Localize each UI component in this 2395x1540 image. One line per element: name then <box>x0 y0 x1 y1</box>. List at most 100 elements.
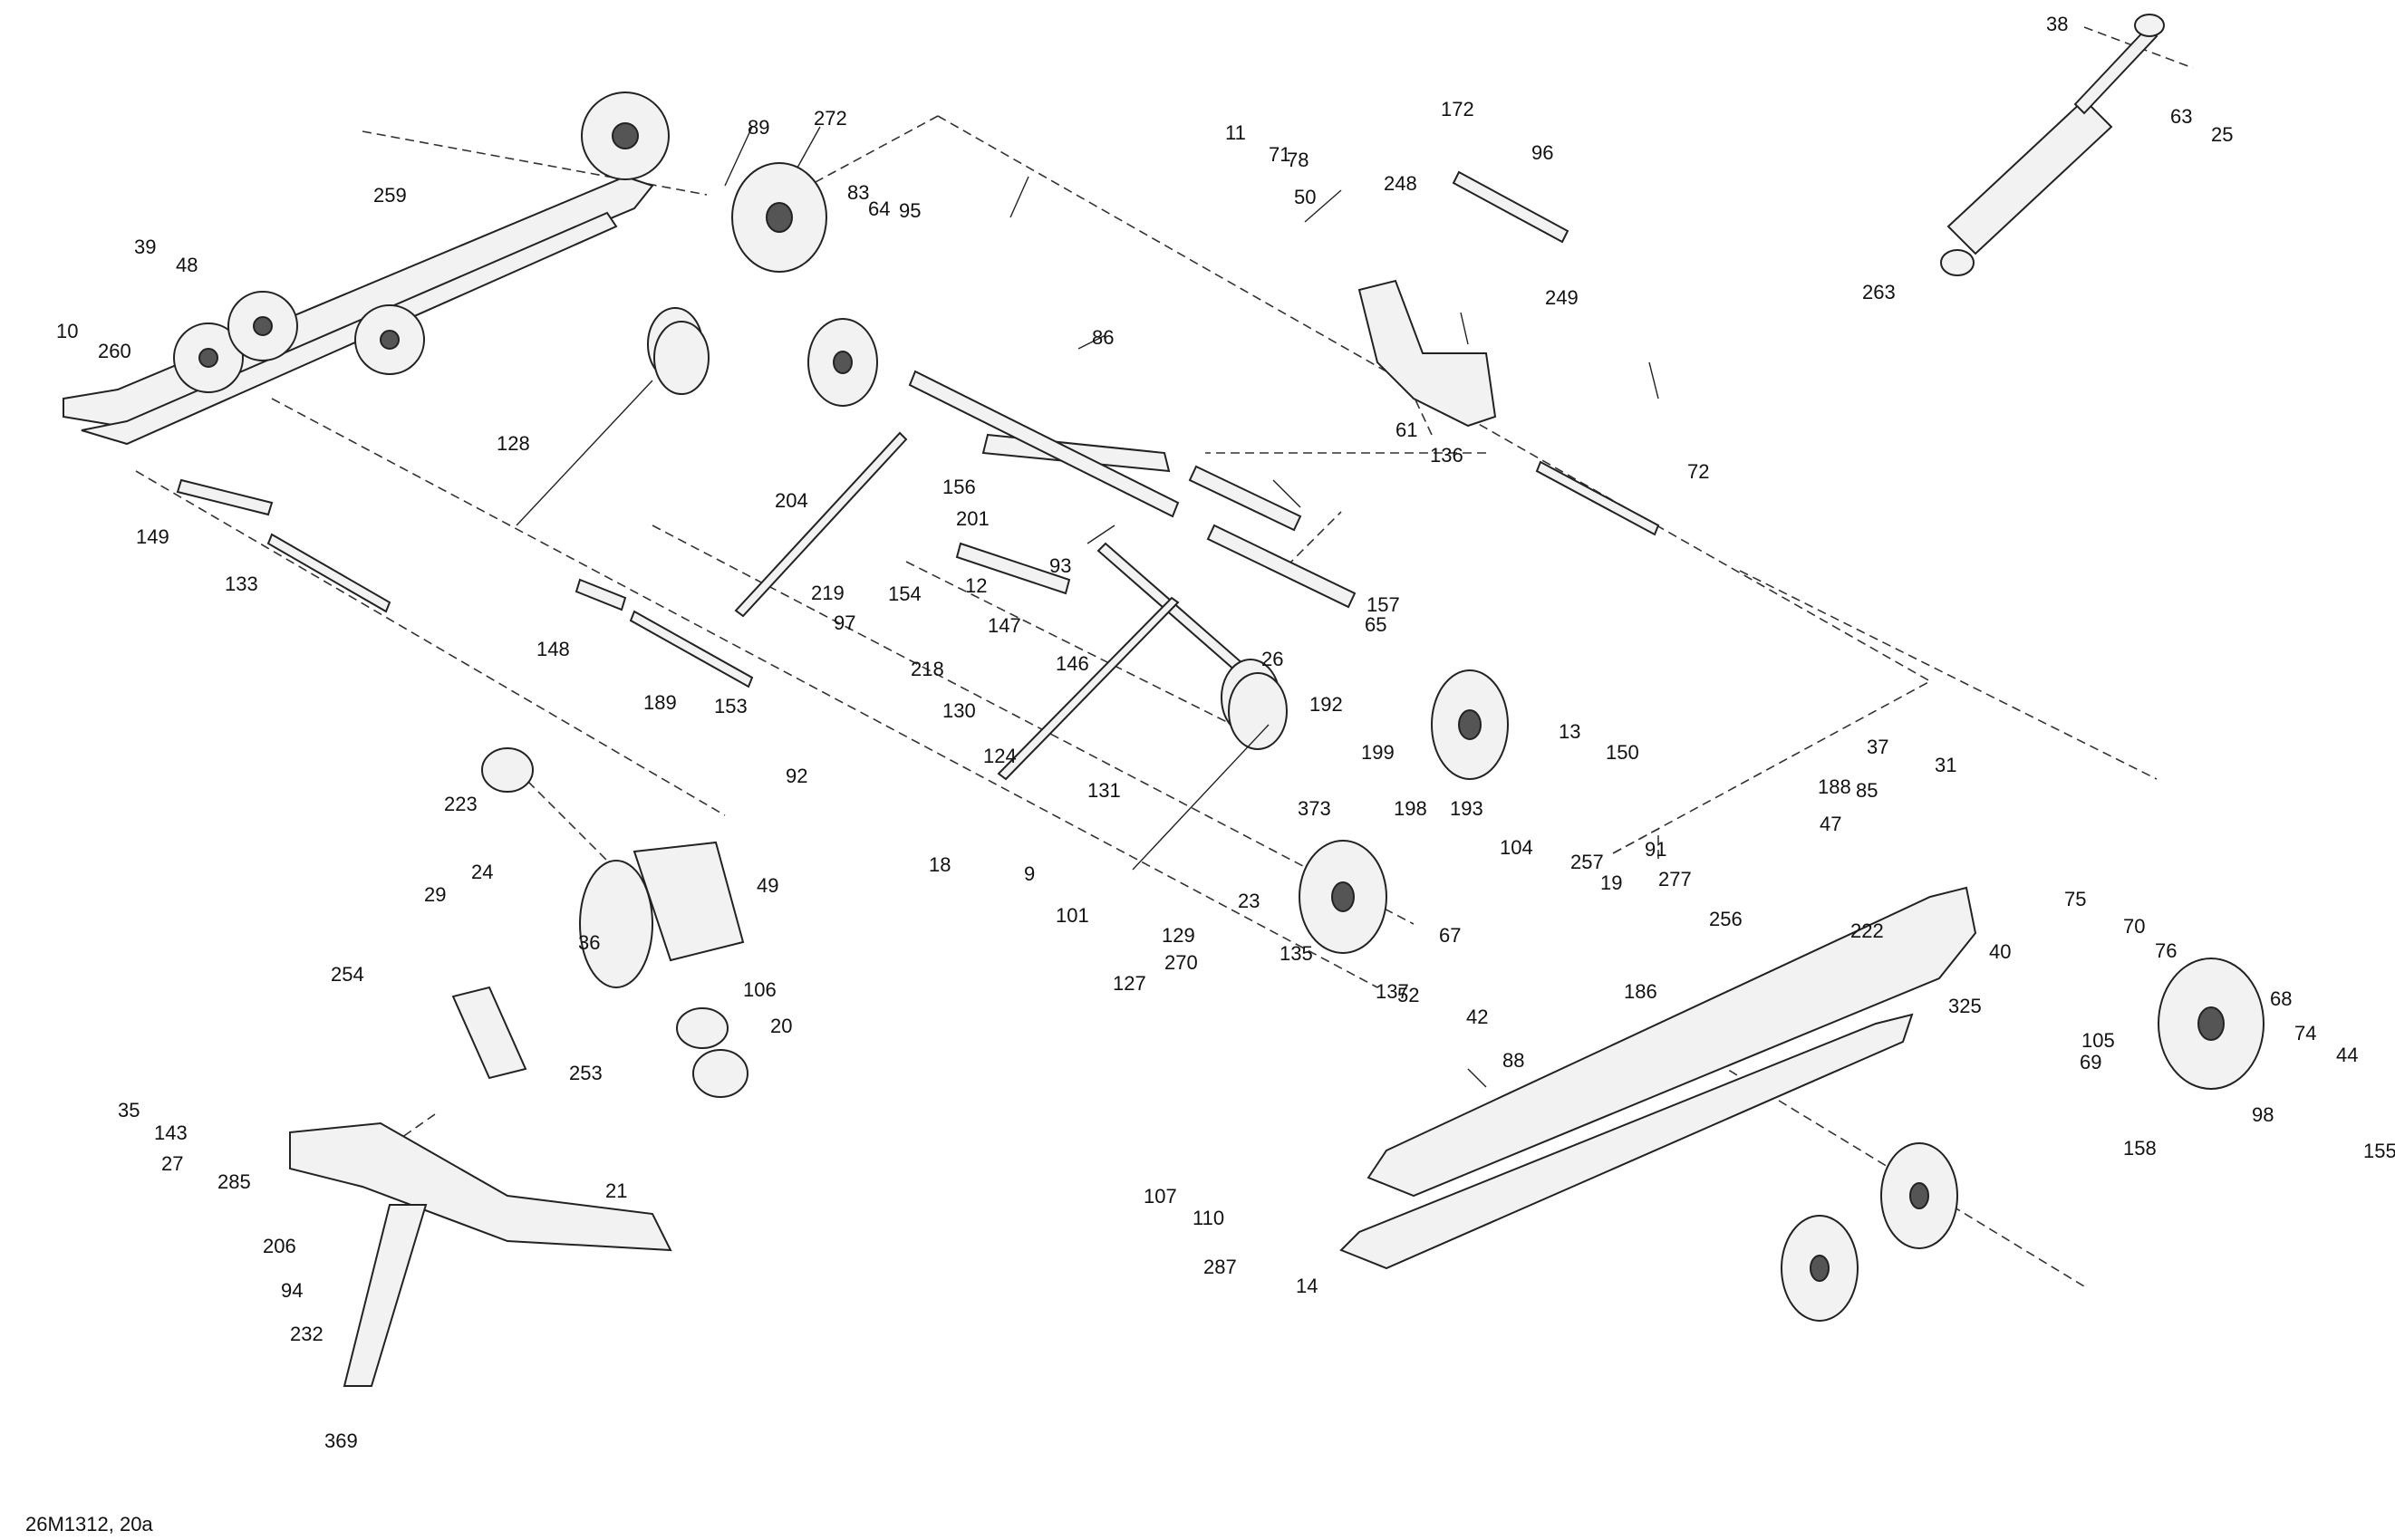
callout-label: 98 <box>2252 1103 2274 1126</box>
callout-label: 85 <box>1856 779 1878 802</box>
callout-label: 153 <box>714 695 748 717</box>
callout-label: 48 <box>176 254 198 276</box>
callout-label: 67 <box>1439 924 1461 947</box>
callout-label: 270 <box>1164 951 1198 974</box>
callout-label: 129 <box>1162 924 1195 947</box>
callout-label: 149 <box>136 525 169 548</box>
callout-label: 75 <box>2064 888 2086 910</box>
callout-label: 101 <box>1056 904 1089 927</box>
callout-label: 65 <box>1365 613 1386 636</box>
callout-label: 78 <box>1287 149 1309 171</box>
callout-label: 42 <box>1466 1006 1488 1028</box>
callout-label: 146 <box>1056 652 1089 675</box>
callout-label: 64 <box>868 197 890 220</box>
callout-label: 52 <box>1397 984 1419 1006</box>
callout-label: 148 <box>536 638 570 660</box>
callout-label: 24 <box>471 861 493 883</box>
callout-label: 131 <box>1087 779 1121 802</box>
callout-label: 188 <box>1818 775 1851 798</box>
shafts <box>176 170 1660 688</box>
callout-label: 156 <box>942 476 976 498</box>
linkage-rods <box>734 431 1180 781</box>
callout-label: 263 <box>1862 281 1896 303</box>
callout-label: 29 <box>424 883 446 906</box>
top-shock-absorber <box>1940 14 2165 276</box>
callout-labels: 38 25 63 263 11 71 78 50 172 96 248 61 1… <box>56 13 2395 1452</box>
callout-label: 76 <box>2155 939 2177 962</box>
callout-label: 68 <box>2270 987 2292 1010</box>
rear-rail-assembly <box>63 91 670 446</box>
callout-label: 192 <box>1309 693 1343 716</box>
callout-label: 219 <box>811 582 845 604</box>
callout-label: 285 <box>217 1170 251 1193</box>
callout-label: 83 <box>847 181 869 204</box>
callout-label: 44 <box>2336 1044 2358 1066</box>
bracket <box>1357 279 1497 428</box>
callout-label: 259 <box>373 184 407 207</box>
callout-label: 11 <box>1225 121 1246 144</box>
callout-label: 10 <box>56 320 78 342</box>
callout-label: 97 <box>834 611 855 634</box>
callout-label: 20 <box>770 1015 792 1037</box>
callout-label: 88 <box>1502 1049 1524 1072</box>
callout-label: 128 <box>497 432 530 455</box>
callout-label: 135 <box>1280 942 1313 965</box>
callout-label: 124 <box>983 745 1017 767</box>
callout-label: 9 <box>1024 862 1035 885</box>
front-arm <box>289 1121 672 1387</box>
callout-label: 70 <box>2123 915 2145 938</box>
callout-label: 136 <box>1430 444 1463 467</box>
callout-label: 40 <box>1989 940 2011 963</box>
callout-label: 94 <box>281 1279 303 1302</box>
leader-lines <box>724 126 1659 1088</box>
callout-label: 198 <box>1394 797 1427 820</box>
callout-label: 92 <box>786 765 807 787</box>
rear-shock-spring <box>451 747 748 1098</box>
callout-label: 260 <box>98 340 131 362</box>
callout-label: 199 <box>1361 741 1395 764</box>
callout-label: 25 <box>2211 123 2233 146</box>
callout-label: 189 <box>643 691 677 714</box>
callout-label: 222 <box>1850 919 1884 942</box>
callout-label: 12 <box>965 574 987 597</box>
callout-label: 36 <box>578 931 600 954</box>
callout-label: 93 <box>1049 554 1071 577</box>
alignment-lines <box>135 26 2194 1287</box>
callout-label: 369 <box>324 1429 358 1452</box>
callout-label: 18 <box>929 853 951 876</box>
callout-label: 223 <box>444 793 478 815</box>
callout-label: 130 <box>942 699 976 722</box>
callout-label: 107 <box>1144 1185 1177 1208</box>
callout-label: 26 <box>1261 648 1283 670</box>
callout-label: 13 <box>1559 720 1580 743</box>
callout-label: 137 <box>1376 980 1409 1003</box>
callout-label: 287 <box>1203 1256 1237 1278</box>
callout-label: 277 <box>1658 868 1692 890</box>
callout-label: 35 <box>118 1099 140 1121</box>
callout-label: 373 <box>1298 797 1331 820</box>
callout-label: 172 <box>1441 98 1474 120</box>
callout-label: 257 <box>1570 851 1604 873</box>
callout-label: 50 <box>1294 186 1316 208</box>
callout-label: 206 <box>263 1235 296 1257</box>
callout-label: 86 <box>1092 326 1114 349</box>
callout-label: 256 <box>1709 908 1743 930</box>
callout-label: 248 <box>1384 172 1417 195</box>
callout-label: 23 <box>1238 890 1260 912</box>
callout-label: 74 <box>2294 1022 2316 1044</box>
callout-label: 155 <box>2363 1140 2395 1162</box>
callout-label: 104 <box>1500 836 1533 859</box>
callout-label: 72 <box>1687 460 1709 483</box>
callout-label: 186 <box>1624 980 1657 1003</box>
callout-label: 96 <box>1531 141 1553 164</box>
callout-label: 150 <box>1606 741 1639 764</box>
callout-label: 95 <box>899 199 921 222</box>
callout-label: 193 <box>1450 797 1483 820</box>
torsion-spring <box>516 307 1288 871</box>
callout-label: 147 <box>988 614 1021 637</box>
callout-label: 133 <box>225 573 258 595</box>
callout-label: 272 <box>814 107 847 130</box>
callout-label: 158 <box>2123 1137 2157 1160</box>
callout-label: 253 <box>569 1062 603 1084</box>
callout-label: 91 <box>1645 838 1666 861</box>
